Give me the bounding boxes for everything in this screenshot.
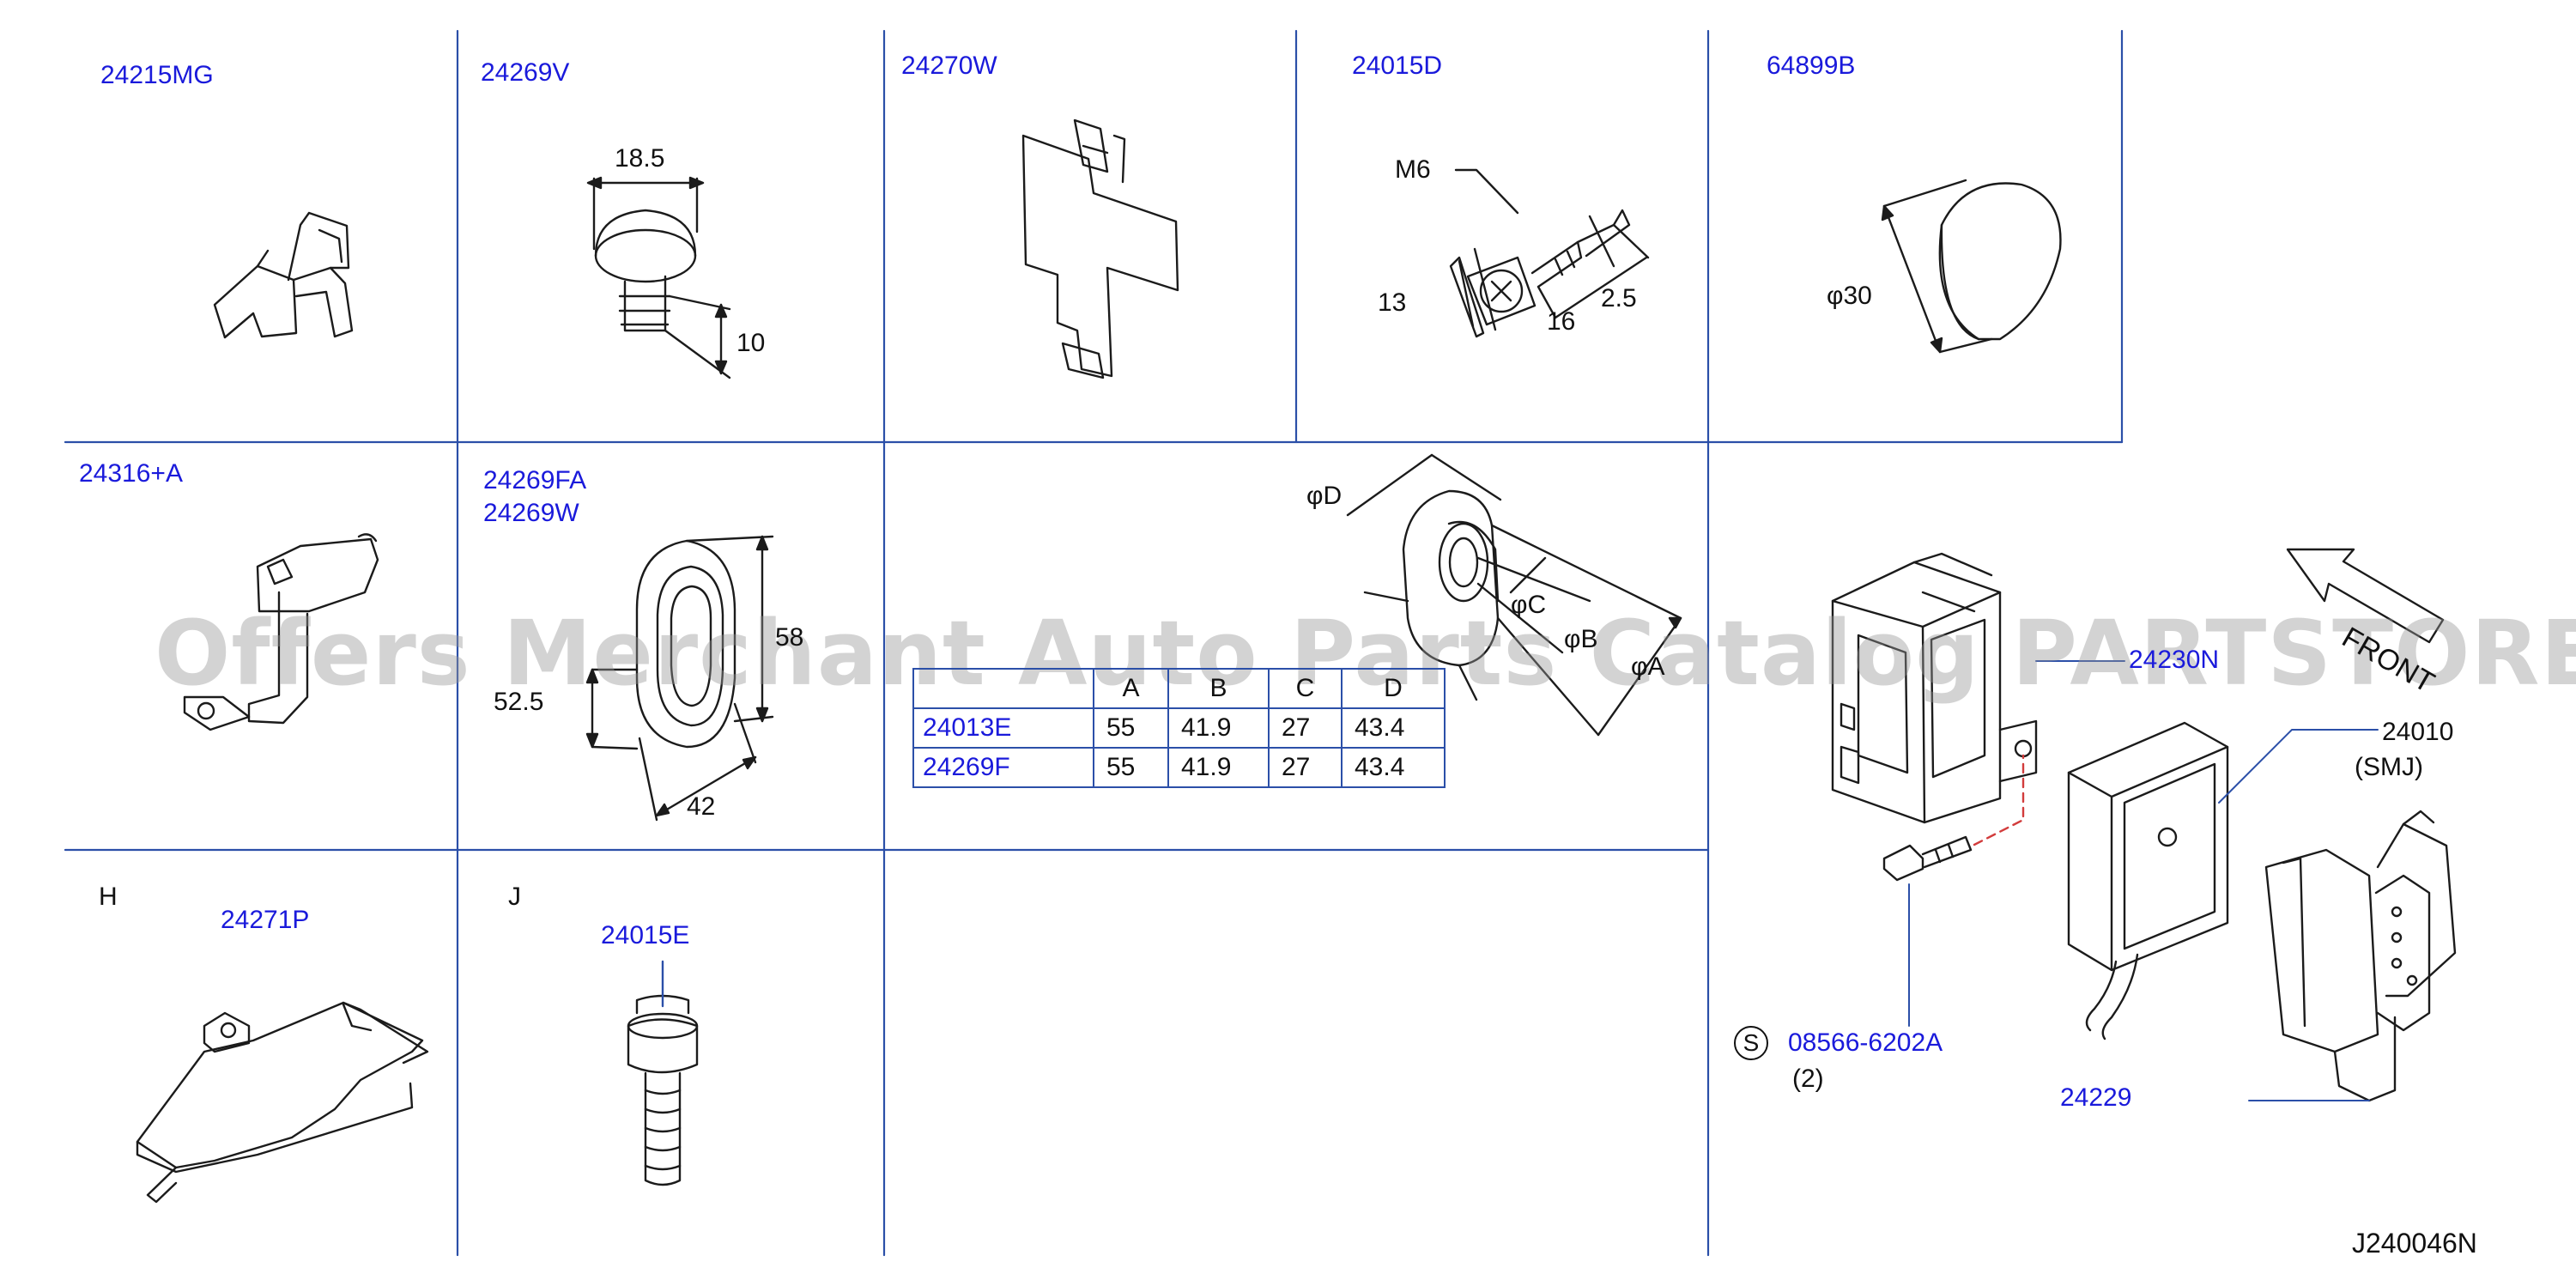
- phi-c-label: φC: [1511, 591, 1547, 619]
- dimension-outer-label: 58: [775, 623, 804, 652]
- part-number-24215mg[interactable]: 24215MG: [100, 61, 214, 89]
- bolt-symbol-letter: S: [1743, 1029, 1760, 1056]
- phi-a-label: φA: [1631, 652, 1665, 681]
- module-24010-drawing: [2067, 721, 2229, 1040]
- table-cell: 55: [1093, 707, 1169, 749]
- part-number-24316a[interactable]: 24316+A: [79, 459, 183, 488]
- bolt-24015e-drawing: [627, 960, 699, 1186]
- grommet-24269fa-drawing: [585, 535, 774, 822]
- table-header-cell: A: [1093, 668, 1169, 709]
- grommet-cylinder-drawing: [1346, 453, 1682, 737]
- dimension-head-label: 13: [1378, 288, 1407, 317]
- part-number-08566-6202a[interactable]: 08566-6202A: [1788, 1028, 1943, 1057]
- bolt-24015d-drawing: [1449, 168, 1650, 338]
- table-row: 24269F 55 41.9 27 43.4: [912, 747, 1446, 788]
- bolt-quantity-label: (2): [1792, 1065, 1824, 1093]
- part-number-24229[interactable]: 24229: [2060, 1083, 2132, 1112]
- grommet-spec-table: A B C D 24013E 55 41.9 27 43.4 24269F 55…: [912, 668, 1446, 788]
- table-cell: 55: [1093, 747, 1169, 788]
- clip-24215mg-drawing: [213, 211, 354, 339]
- table-row: 24013E 55 41.9 27 43.4: [912, 707, 1446, 749]
- part-number-24269v[interactable]: 24269V: [481, 58, 570, 87]
- section-letter-j: J: [508, 883, 521, 911]
- table-cell: 43.4: [1341, 707, 1446, 749]
- table-header-cell: C: [1268, 668, 1343, 709]
- cap-64899b-drawing: [1881, 179, 2062, 354]
- install-dashed-line: [1973, 754, 2025, 846]
- part-number-24271p[interactable]: 24271P: [221, 906, 310, 934]
- dimension-height-label: 52.5: [494, 688, 544, 716]
- bolt-symbol-circle: S: [1734, 1026, 1768, 1060]
- leader-lines: [1908, 660, 2379, 1101]
- part-number-24269fa[interactable]: 24269FA: [483, 466, 587, 494]
- dimension-height-label: 10: [736, 329, 766, 357]
- dimension-tip-label: 2.5: [1601, 284, 1637, 312]
- section-letter-h: H: [99, 883, 118, 911]
- table-header-cell: D: [1341, 668, 1446, 709]
- module-variant-label: (SMJ): [2355, 753, 2423, 781]
- holder-24229-drawing: [2264, 810, 2457, 1102]
- dimension-width-label: 18.5: [615, 144, 665, 173]
- phi-b-label: φB: [1564, 625, 1598, 653]
- thread-label: M6: [1395, 155, 1431, 184]
- table-cell-part[interactable]: 24013E: [912, 707, 1094, 749]
- table-header-row: A B C D: [912, 668, 1446, 709]
- part-number-24015e[interactable]: 24015E: [601, 921, 690, 949]
- bolt-08566-drawing: [1882, 835, 1973, 882]
- part-number-24269w[interactable]: 24269W: [483, 499, 579, 527]
- rivet-24269v-drawing: [586, 176, 731, 379]
- table-cell: 41.9: [1167, 707, 1270, 749]
- table-cell: 41.9: [1167, 747, 1270, 788]
- part-number-24015d[interactable]: 24015D: [1352, 52, 1443, 80]
- part-number-64899b[interactable]: 64899B: [1767, 52, 1856, 80]
- diagram-code: J240046N: [2352, 1228, 2477, 1259]
- bracket-24271p-drawing: [136, 1001, 429, 1204]
- diameter-label: φ30: [1827, 282, 1872, 310]
- part-number-24230n[interactable]: 24230N: [2129, 646, 2220, 674]
- table-cell: 27: [1268, 747, 1343, 788]
- table-header-cell: [912, 668, 1094, 709]
- table-cell-part[interactable]: 24269F: [912, 747, 1094, 788]
- clip-24316a-drawing: [183, 533, 379, 731]
- phi-d-label: φD: [1306, 482, 1343, 510]
- dimension-length-label: 16: [1547, 307, 1576, 336]
- dimension-width-label: 42: [687, 792, 716, 821]
- table-header-cell: B: [1167, 668, 1270, 709]
- part-number-24010[interactable]: 24010: [2382, 718, 2454, 746]
- front-arrow-drawing: [2286, 548, 2445, 644]
- table-cell: 27: [1268, 707, 1343, 749]
- plate-clip-24270w-drawing: [1021, 118, 1179, 379]
- table-cell: 43.4: [1341, 747, 1446, 788]
- grid-lines: [64, 29, 2124, 1257]
- part-number-24270w[interactable]: 24270W: [901, 52, 997, 80]
- bracket-24230n-drawing: [1831, 552, 2038, 824]
